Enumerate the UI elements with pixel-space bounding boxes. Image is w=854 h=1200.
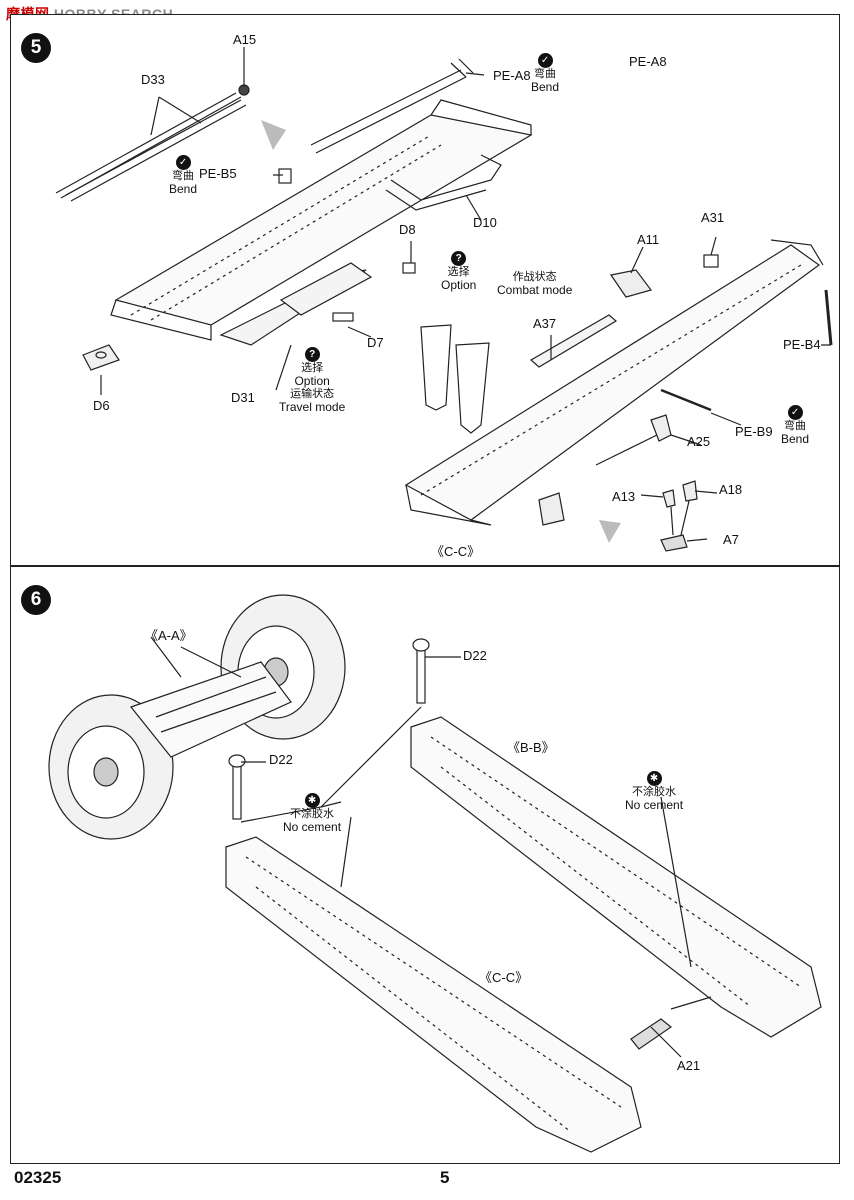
note-bend-1: ✓ 弯曲 Bend: [531, 53, 559, 94]
label-a7: A7: [723, 532, 739, 547]
label-pe-a8-detail: PE-A8: [629, 54, 667, 69]
bend-en: Bend: [531, 80, 560, 94]
travel-en: Travel mode: [279, 400, 346, 414]
step-6-panel: 6: [10, 566, 840, 1164]
label-pe-b9: PE-B9: [735, 424, 773, 439]
label-d22-a: D22: [463, 648, 487, 663]
bend-cn: 弯曲: [172, 170, 195, 182]
step-6-drawing: [48, 594, 822, 1153]
note-no-cement-1: ✱ 不涂胶水 No cement: [283, 793, 341, 834]
nocement-en: No cement: [625, 798, 684, 812]
option-en: Option: [294, 374, 330, 388]
nocement-en: No cement: [283, 820, 342, 834]
combat-cn: 作战状态: [512, 271, 557, 283]
nocement-cn: 不涂胶水: [290, 808, 335, 820]
bend-icon: ✓: [175, 155, 191, 170]
label-a25: A25: [687, 434, 711, 449]
nocement-cn: 不涂胶水: [632, 786, 677, 798]
option-cn: 选择: [447, 266, 470, 278]
question-icon: ?: [451, 251, 467, 266]
bend-icon: ✓: [787, 405, 803, 420]
footer-page-number: 5: [440, 1168, 450, 1187]
note-no-cement-2: ✱ 不涂胶水 No cement: [625, 771, 683, 812]
note-combat-mode: 作战状态 Combat mode: [497, 271, 572, 297]
label-c-c: 《C-C》: [431, 544, 481, 559]
label-a-a: 《A-A》: [145, 628, 193, 643]
label-d10: D10: [473, 215, 497, 230]
bend-cn: 弯曲: [784, 420, 807, 432]
label-pe-a8: PE-A8: [493, 68, 531, 83]
bend-cn: 弯曲: [534, 68, 557, 80]
label-d33: D33: [141, 72, 165, 87]
label-d8: D8: [399, 222, 416, 237]
label-c-c: 《C-C》: [479, 970, 529, 985]
label-a37: A37: [533, 316, 557, 331]
bend-icon: ✓: [537, 53, 553, 68]
label-pe-b5: PE-B5: [199, 166, 237, 181]
step-5-number: 5: [21, 33, 51, 63]
step-5-drawing: [55, 47, 833, 552]
combat-en: Combat mode: [497, 283, 573, 297]
no-cement-icon: ✱: [304, 793, 320, 808]
step-6-number: 6: [21, 585, 51, 615]
label-a21: A21: [677, 1058, 701, 1073]
no-cement-icon: ✱: [646, 771, 662, 786]
label-a13: A13: [612, 489, 636, 504]
label-a15: A15: [233, 32, 257, 47]
label-a31: A31: [701, 210, 725, 225]
label-d7: D7: [367, 335, 384, 350]
step-5-panel: 5: [10, 14, 840, 566]
label-a18: A18: [719, 482, 743, 497]
label-d22-b: D22: [269, 752, 293, 767]
option-en: Option: [441, 278, 477, 292]
option-cn: 选择: [301, 362, 324, 374]
question-icon: ?: [304, 347, 320, 362]
footer-code: 02325: [14, 1168, 62, 1187]
trail-c-c: [225, 836, 642, 1153]
note-bend-3: ✓ 弯曲 Bend: [781, 405, 809, 446]
label-b-b: 《B-B》: [507, 740, 555, 755]
note-bend-2: ✓ 弯曲 Bend: [169, 155, 197, 196]
trail-b-b: [410, 716, 822, 1038]
note-option-combat: ? 选择 Option: [441, 251, 476, 292]
label-d31: D31: [231, 390, 255, 405]
label-pe-b4: PE-B4: [783, 337, 821, 352]
bend-en: Bend: [169, 182, 198, 196]
label-d6: D6: [93, 398, 110, 413]
d33-rods: [65, 99, 247, 202]
travel-cn: 运输状态: [290, 388, 335, 400]
label-a11: A11: [637, 232, 660, 247]
note-option-travel: ? 选择 Option 运输状态 Travel mode: [279, 347, 345, 414]
bend-en: Bend: [781, 432, 810, 446]
